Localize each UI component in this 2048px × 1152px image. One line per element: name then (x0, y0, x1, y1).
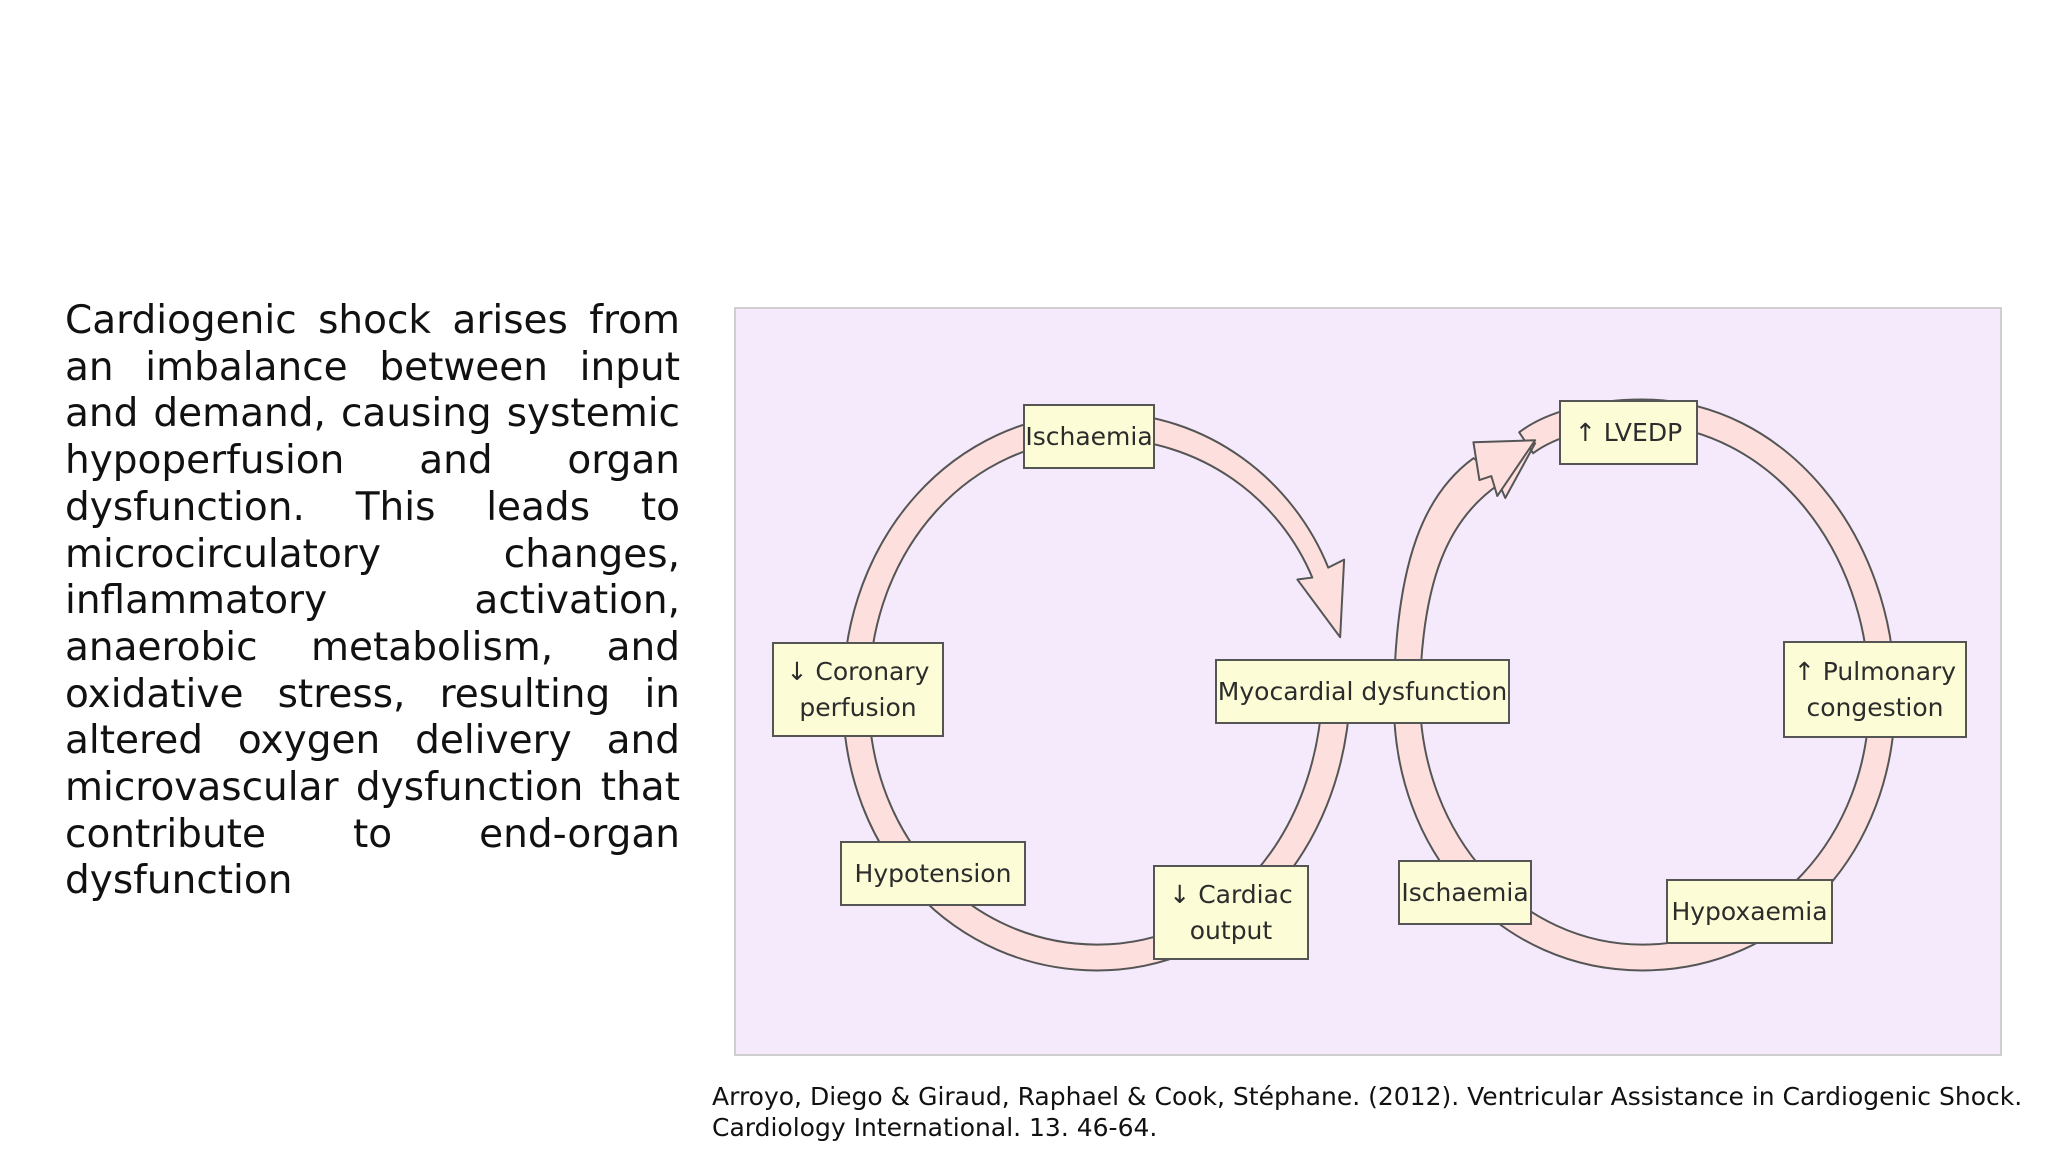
node-hypotension: Hypotension (840, 841, 1026, 906)
node-coronary-perfusion: ↓ Coronary perfusion (772, 642, 944, 737)
cardiogenic-shock-cycle-diagram: Ischaemia ↓ Coronary perfusion Hypotensi… (734, 307, 2002, 1056)
description-text: Cardiogenic shock arises from an imbalan… (65, 298, 680, 904)
node-ischaemia-bottom: Ischaemia (1398, 860, 1532, 925)
node-hypoxaemia: Hypoxaemia (1666, 879, 1833, 944)
node-cardiac-output: ↓ Cardiac output (1153, 865, 1309, 960)
figure-citation: Arroyo, Diego & Giraud, Raphael & Cook, … (712, 1082, 2023, 1142)
right-cycle-arrowhead (1472, 439, 1537, 497)
node-pulmonary-congestion: ↑ Pulmonary congestion (1783, 641, 1967, 738)
left-cycle-ring (841, 411, 1352, 972)
node-ischaemia-top: Ischaemia (1023, 404, 1155, 469)
node-myocardial-dysfunction: Myocardial dysfunction (1215, 659, 1510, 724)
node-lvedp: ↑ LVEDP (1559, 400, 1698, 465)
